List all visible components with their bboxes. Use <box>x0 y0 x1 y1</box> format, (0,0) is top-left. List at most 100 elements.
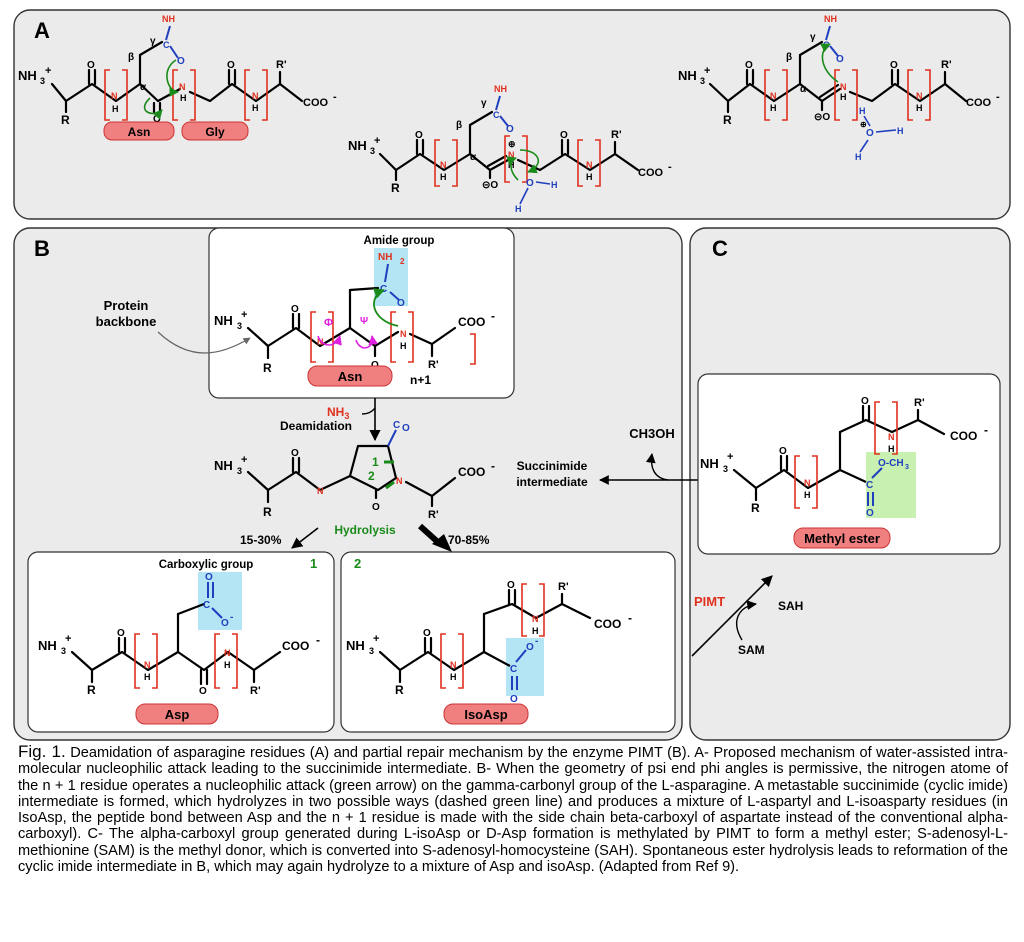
svg-text:O: O <box>779 446 787 457</box>
svg-text:-: - <box>996 91 1000 103</box>
svg-text:H: H <box>855 152 862 162</box>
svg-text:R: R <box>263 361 272 375</box>
svg-text:O: O <box>506 124 514 135</box>
succinimide-structure: NH 3 + R O N C O O N R' COO - 1 2 <box>214 420 495 521</box>
svg-text:N: N <box>396 476 403 486</box>
protein-backbone-label-1: Protein <box>104 298 149 313</box>
svg-text:O: O <box>291 448 299 459</box>
svg-text:O: O <box>890 60 898 71</box>
asp-label-text: Asp <box>165 707 190 722</box>
svg-text:R: R <box>391 181 400 195</box>
pimt-arrow <box>691 575 773 657</box>
svg-text:+: + <box>704 65 710 77</box>
protein-backbone-label-2: backbone <box>96 314 157 329</box>
svg-text:O: O <box>117 628 125 639</box>
svg-text:3: 3 <box>369 646 374 656</box>
pct-left-label: 15-30% <box>240 533 282 547</box>
svg-text:O: O <box>397 298 405 309</box>
svg-text:COO: COO <box>638 167 664 179</box>
svg-text:H: H <box>180 93 187 103</box>
succinimide-label-1: Succinimide <box>517 459 588 473</box>
svg-text:NH: NH <box>494 84 507 94</box>
svg-text:R: R <box>751 501 760 515</box>
svg-text:NH: NH <box>678 68 697 83</box>
svg-text:γ: γ <box>481 98 487 109</box>
asn-label-b <box>307 365 393 387</box>
svg-text:H: H <box>916 103 923 113</box>
gly-label-a <box>181 121 249 141</box>
svg-text:C: C <box>510 664 517 675</box>
ch3oh-release-arrow <box>645 453 669 481</box>
isoasp-label <box>443 703 529 725</box>
svg-text:-: - <box>628 611 632 625</box>
svg-text:O: O <box>836 54 844 65</box>
svg-text:N: N <box>450 660 457 670</box>
svg-text:N: N <box>532 614 539 624</box>
hydrolysis-label: Hydrolysis <box>334 523 396 537</box>
pct-right-label: 70-85% <box>448 533 490 547</box>
svg-text:N: N <box>804 478 811 488</box>
svg-text:H: H <box>551 180 558 190</box>
svg-text:O: O <box>866 508 874 519</box>
svg-text:O: O <box>199 686 207 697</box>
asp-label <box>135 703 219 725</box>
gly-label-a-text: Gly <box>205 125 225 139</box>
methyl-ester-box <box>697 373 1001 555</box>
svg-text:O: O <box>745 60 753 71</box>
svg-text:γ: γ <box>810 32 816 43</box>
panel-a-structure-2: NH 3 + R O N H β α γ NH C O ⊝O N ⊕ H O N… <box>348 84 672 214</box>
svg-text:-: - <box>535 636 538 647</box>
svg-text:C: C <box>203 600 210 611</box>
sam-sah-arrow <box>736 600 757 641</box>
svg-text:N: N <box>586 160 593 170</box>
panel-a-letter: A <box>34 18 50 43</box>
protein-backbone-arrow <box>157 331 251 354</box>
methyl-ester-highlight <box>866 452 916 518</box>
svg-text:COO: COO <box>966 97 992 109</box>
succinimide-label-2: intermediate <box>516 475 588 489</box>
isoasp-label-text: IsoAsp <box>464 707 507 722</box>
svg-text:C: C <box>393 420 400 431</box>
methyl-ester-structure: NH 3 + R O N H O N H R' COO - C O-CH 3 O <box>700 396 988 519</box>
svg-text:R': R' <box>276 59 287 71</box>
svg-text:2: 2 <box>400 257 405 266</box>
deamidation-label: Deamidation <box>280 419 352 433</box>
svg-text:-: - <box>491 309 495 323</box>
svg-text:COO: COO <box>458 465 485 479</box>
to-asp-arrow <box>291 527 319 549</box>
svg-text:+: + <box>241 309 247 321</box>
svg-text:H: H <box>586 172 593 182</box>
asn-label-a-text: Asn <box>128 125 151 139</box>
svg-text:⊕: ⊕ <box>508 139 516 149</box>
svg-text:O: O <box>507 580 515 591</box>
svg-text:α: α <box>800 84 807 95</box>
svg-text:O: O <box>866 128 874 139</box>
svg-text:NH: NH <box>378 252 392 263</box>
figure-diagram: A B C NH 3 + R O N H β α γ NH C O O N H … <box>13 9 1011 741</box>
svg-text:H: H <box>804 490 811 500</box>
svg-text:Φ: Φ <box>324 317 333 329</box>
svg-text:R: R <box>263 505 272 519</box>
svg-text:C: C <box>163 40 170 50</box>
svg-text:-: - <box>316 633 320 647</box>
sah-label: SAH <box>778 599 803 613</box>
svg-text:α: α <box>140 82 147 93</box>
box2-number: 2 <box>354 556 361 571</box>
svg-text:NH: NH <box>700 456 719 471</box>
svg-text:N: N <box>252 91 259 101</box>
svg-text:⊝O: ⊝O <box>482 180 498 191</box>
svg-text:3: 3 <box>237 466 242 476</box>
svg-text:R: R <box>61 113 70 127</box>
figure-caption-text: Deamidation of asparagine residues (A) a… <box>18 745 1009 876</box>
svg-text:H: H <box>532 626 539 636</box>
svg-text:R: R <box>395 683 404 697</box>
svg-text:H: H <box>112 104 119 114</box>
svg-text:COO: COO <box>458 315 485 329</box>
svg-text:R': R' <box>914 397 925 409</box>
svg-text:NH: NH <box>346 638 365 653</box>
svg-text:NH: NH <box>348 138 367 153</box>
svg-text:O: O <box>227 60 235 71</box>
svg-text:3: 3 <box>700 76 705 86</box>
svg-text:O: O <box>861 396 869 407</box>
svg-text:3: 3 <box>370 146 375 156</box>
